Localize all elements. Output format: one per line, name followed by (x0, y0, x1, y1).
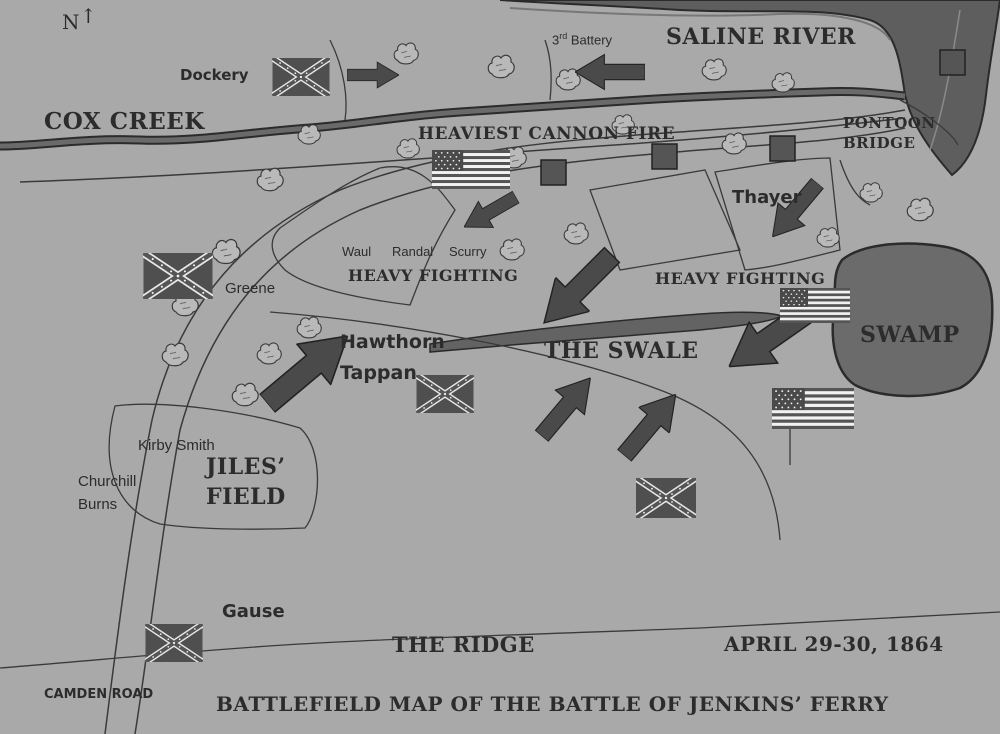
swamp-area (831, 242, 994, 398)
cox-creek-label: COX CREEK (44, 108, 205, 135)
date-label: APRIL 29-30, 1864 (724, 632, 944, 656)
camden-road-label: CAMDEN ROAD (44, 687, 154, 702)
gause-label: Gause (222, 601, 285, 622)
jiles-field-label-line2: FIELD (206, 484, 286, 510)
ridge-label: THE RIDGE (392, 632, 535, 657)
artillery-square-icons (540, 49, 966, 186)
hawthorn-label: Hawthorn (340, 331, 445, 353)
tappan-label: Tappan (340, 362, 417, 384)
churchill-label: Churchill (78, 473, 137, 490)
jiles-field-label-line1: JILES’ (206, 454, 286, 480)
thayer-label: Thayer (732, 187, 802, 208)
bridge-label: BRIDGE (843, 134, 916, 152)
burns-label: Burns (78, 496, 118, 513)
randal-label: Randal (392, 244, 434, 259)
north-arrow-icon: ↑ (80, 4, 98, 28)
saline-river (499, 0, 1000, 177)
swamp-label: SWAMP (860, 322, 960, 348)
heavy-fighting-left-label: HEAVY FIGHTING (348, 266, 519, 285)
saline-river-label: SALINE RIVER (666, 24, 856, 50)
heaviest-cannon-fire-label: HEAVIEST CANNON FIRE (418, 124, 676, 144)
kirby-smith-label: Kirby Smith (138, 437, 215, 454)
greene-label: Greene (225, 280, 276, 297)
swale-label: THE SWALE (544, 338, 699, 364)
heavy-fighting-right-label: HEAVY FIGHTING (655, 269, 826, 288)
dockery-label: Dockery (180, 66, 249, 84)
waul-label: Waul (342, 244, 372, 259)
third-battery-label: 3rd Battery (552, 31, 613, 48)
pontoon-label: PONTOON (843, 114, 936, 132)
troop-arrow-icons (249, 53, 832, 469)
scurry-label: Scurry (449, 244, 487, 259)
compass-north-label: N↑ (62, 4, 98, 34)
map-title: BATTLEFIELD MAP OF THE BATTLE OF JENKINS… (216, 692, 889, 716)
